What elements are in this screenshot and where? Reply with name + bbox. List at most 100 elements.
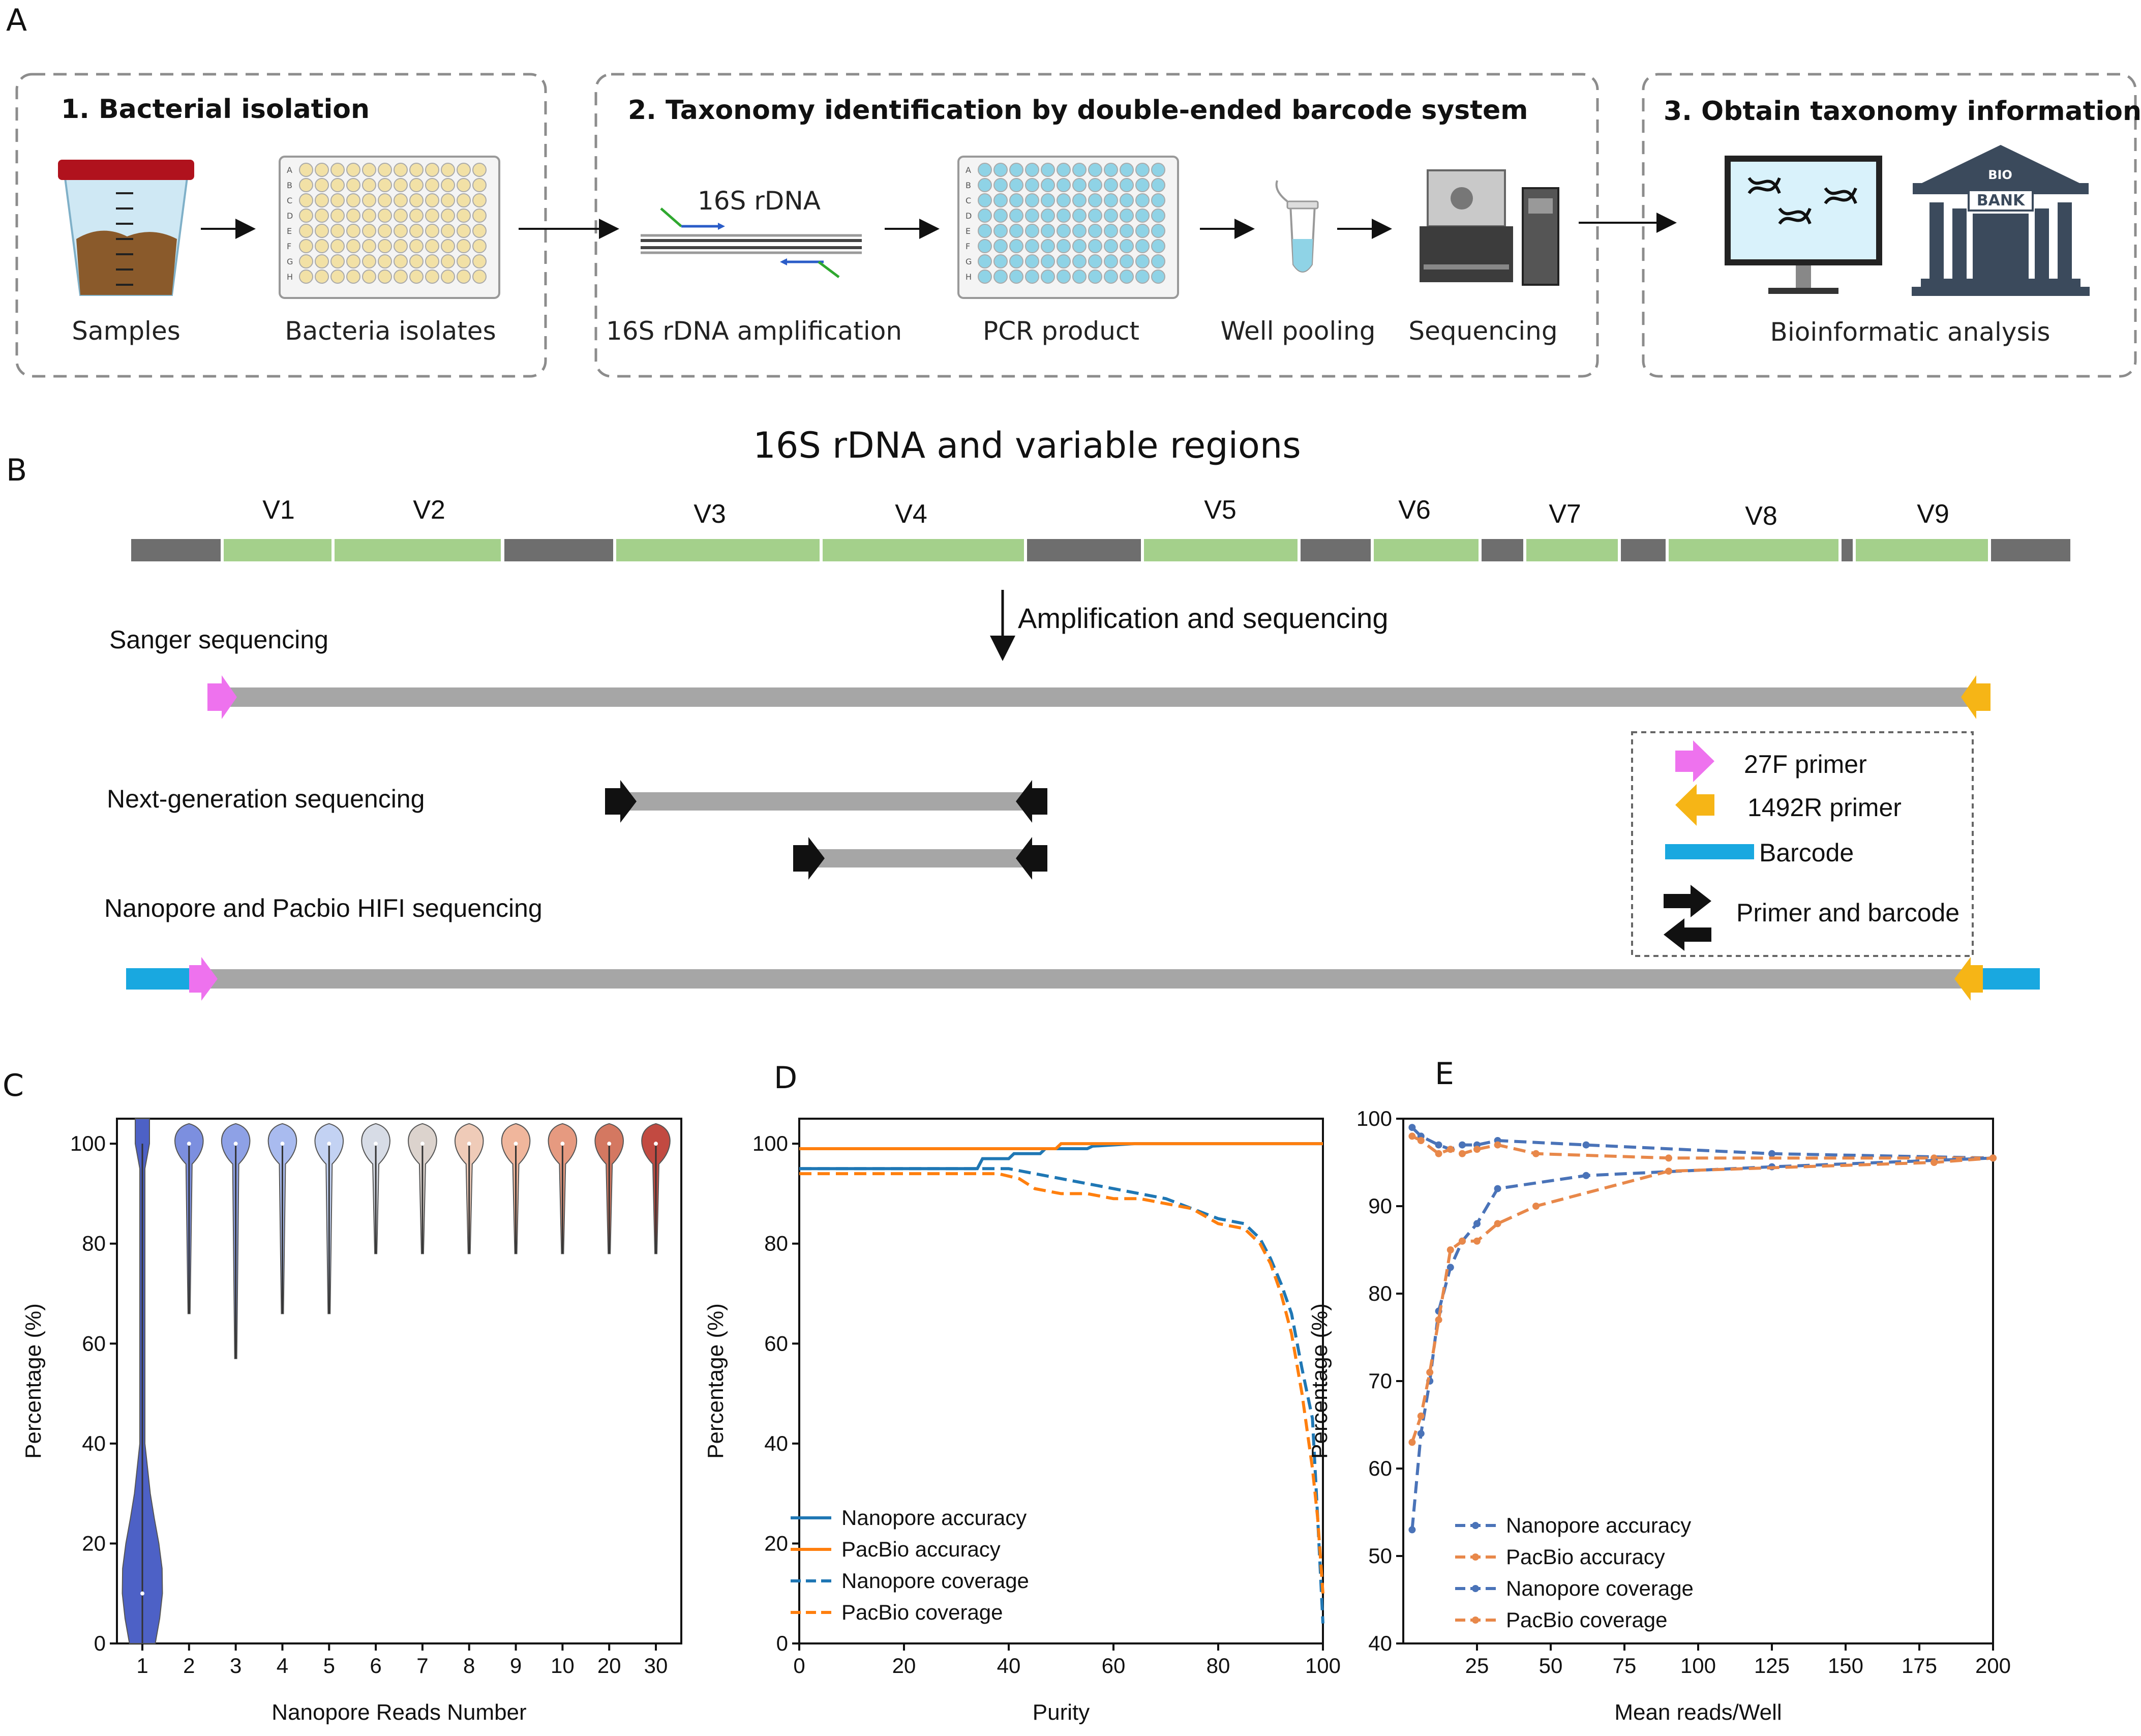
plate-well [315,208,329,223]
median-point [607,1142,612,1146]
primer-barcode-icon [1664,918,1711,951]
plate-well [1151,193,1165,207]
plate-well [1120,270,1134,284]
plate-well [330,270,345,284]
plate-well [1135,239,1150,253]
plate-well [330,208,345,223]
monitor-icon [1725,156,1882,294]
legend-box [1631,731,1974,957]
plate-well [1088,254,1102,268]
plate-well [330,239,345,253]
legend-label: PacBio accuracy [841,1537,1001,1561]
plate-well [978,270,992,284]
plate-well [1151,270,1165,284]
y-tick-label: 100 [752,1131,788,1155]
plate-well [1057,239,1071,253]
y-tick-label: 80 [764,1232,788,1255]
step2-box [594,73,1599,378]
plate-well [1088,224,1102,238]
y-tick-label: 0 [94,1631,106,1655]
region-label: V7 [1549,499,1581,529]
plate-well [315,224,329,238]
x-tick-label: 100 [1680,1654,1716,1678]
plate-well [346,163,360,177]
x-tick-label: 6 [370,1654,381,1678]
sequencer-icon [1420,169,1559,286]
data-point [1494,1141,1501,1149]
plate-well [1009,239,1023,253]
plate-well [346,270,360,284]
plate-row-label: E [287,226,292,236]
plate-well [993,270,1008,284]
plate-well [1009,163,1023,177]
region-label: V8 [1745,501,1777,531]
plate-well [1088,270,1102,284]
plate-well [441,239,455,253]
y-tick-label: 20 [764,1531,788,1555]
x-tick-label: 5 [323,1654,335,1678]
data-point [1473,1146,1481,1153]
panel-label-e: E [1435,1056,1454,1092]
series-line [1410,1156,1994,1443]
plate-well [978,224,992,238]
plate-well [1057,163,1071,177]
plate-well [409,178,424,192]
reverse-primer-icon [1675,784,1714,826]
plate-well [1088,193,1102,207]
plate-well [1088,163,1102,177]
method-label: Sanger sequencing [109,625,328,654]
series-line [799,1172,1324,1594]
plate-well [425,270,439,284]
plate-well [1009,224,1023,238]
data-point [1417,1137,1425,1144]
legend-marker [1472,1522,1479,1529]
plate-well [425,239,439,253]
plate-well [346,254,360,268]
plate-well [409,224,424,238]
ngs-read [623,792,1030,811]
plate-well [362,270,376,284]
plate-row-label: H [966,272,972,282]
plate-well [1041,163,1055,177]
plate-row-label: A [966,165,971,175]
plate-row-label: G [287,257,293,266]
plate-well [1041,193,1055,207]
y-tick-label: 90 [1368,1194,1392,1218]
step1-label: Bacteria isolates [285,316,496,346]
data-point [1989,1154,1997,1162]
plate-well [1120,239,1134,253]
x-tick-label: 8 [463,1654,475,1678]
plate-well [993,239,1008,253]
data-point [1931,1159,1938,1166]
region-label: V6 [1398,495,1431,525]
median-point [467,1142,471,1146]
data-point [1459,1141,1466,1149]
bank-icon [1912,145,2090,296]
step2-label: PCR product [983,316,1139,346]
plate-well [394,208,408,223]
x-axis-label: Mean reads/Well [1614,1700,1782,1725]
plate-well [441,254,455,268]
region-label: V2 [413,495,445,525]
plate-well [472,193,487,207]
plate-well [394,224,408,238]
x-tick-label: 2 [183,1654,195,1678]
plate-well [993,193,1008,207]
step2-label: 16S rDNA amplification [606,316,902,346]
x-tick-label: 3 [230,1654,242,1678]
plate-row-label: F [287,242,291,251]
x-tick-label: 80 [1207,1654,1230,1678]
data-point [1417,1430,1425,1438]
step3-title: 3. Obtain taxonomy information [1664,96,2141,127]
plate-well [993,208,1008,223]
panel-label-c: C [3,1068,24,1103]
x-tick-label: 100 [1305,1654,1341,1678]
plate-well [409,208,424,223]
step1-box [15,73,547,378]
plate-well [457,254,471,268]
plate-well [1104,224,1118,238]
plate-well [378,193,392,207]
plate-well [1025,178,1039,192]
